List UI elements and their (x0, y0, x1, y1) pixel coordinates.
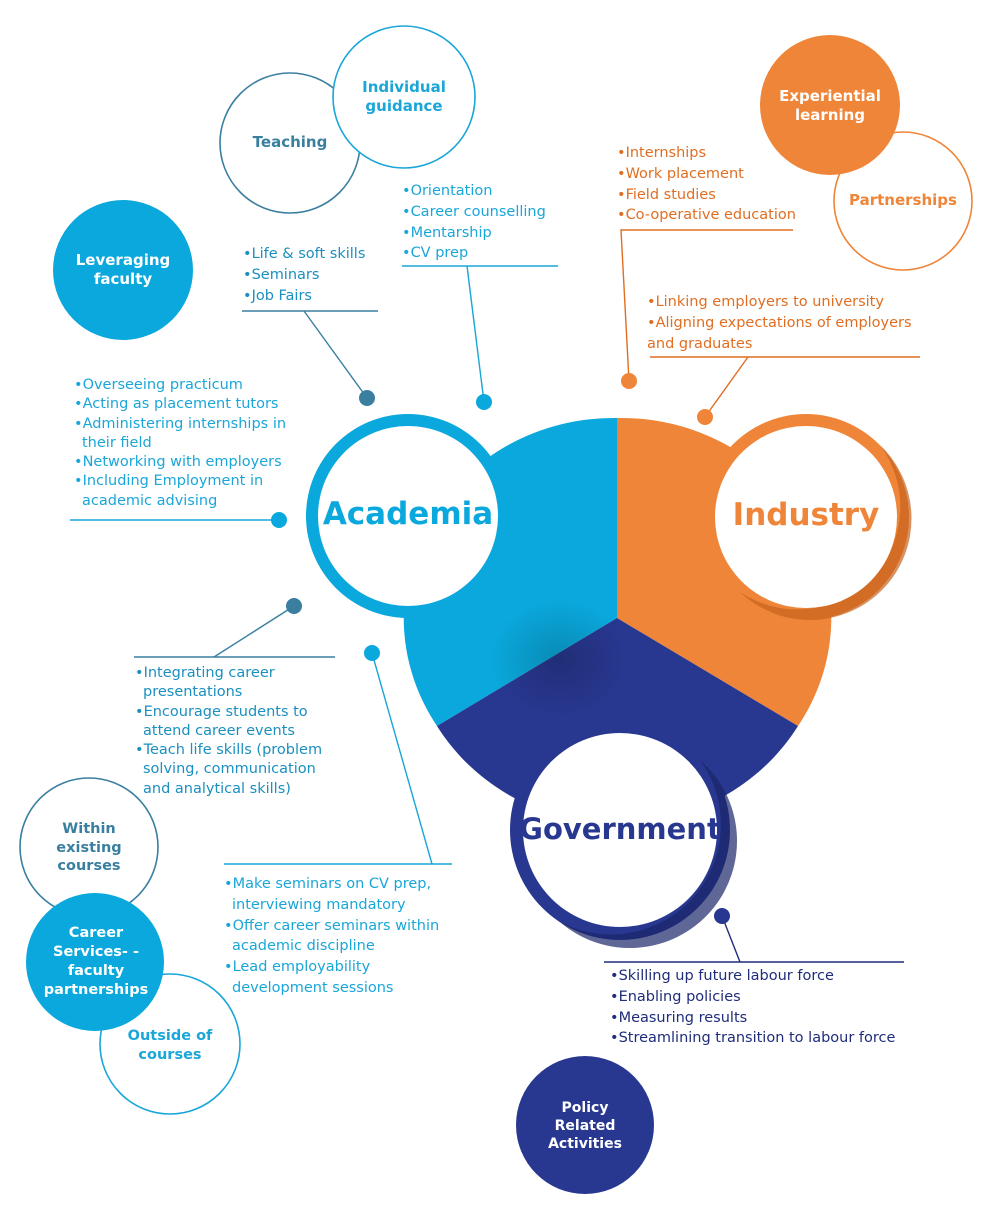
dot-experiential (621, 373, 637, 389)
list-item: Field studies (617, 185, 796, 206)
list-item: Aligning expectations of employers and g… (647, 313, 932, 355)
experiential-list: Internships Work placement Field studies… (617, 143, 796, 226)
dot-teaching (359, 390, 375, 406)
dot-government (714, 908, 730, 924)
within-list: Integrating career presentations Encoura… (135, 664, 345, 799)
list-item: Life & soft skills (243, 244, 366, 265)
policy-label: Policy Related Activities (548, 1099, 622, 1153)
guidance-list: Orientation Career counselling Mentarshi… (402, 181, 546, 264)
list-item: Orientation (402, 181, 546, 202)
individual-guidance-circle (332, 25, 476, 169)
list-item: Career counselling (402, 202, 546, 223)
list-item: Administering internships in their field (74, 415, 292, 454)
list-item: Streamlining transition to labour force (610, 1028, 896, 1049)
list-item: Overseeing practicum (74, 376, 314, 395)
leveraging-faculty-label: Leveraging faculty (75, 250, 171, 289)
list-item: Mentarship (402, 223, 546, 244)
list-item: Including Employment in academic advisin… (74, 472, 272, 511)
list-item: Job Fairs (243, 286, 365, 307)
list-item: CV prep (402, 243, 546, 264)
outside-list: Make seminars on CV prep, interviewing m… (224, 874, 464, 999)
list-item: Integrating career presentations (135, 664, 293, 703)
connectors (70, 229, 920, 963)
teaching-list: Life & soft skills Seminars Job Fairs (243, 244, 366, 307)
dot-partnership (697, 409, 713, 425)
academia-label: Academia (322, 496, 494, 532)
list-item: Acting as placement tutors (74, 395, 314, 414)
industry-ring (703, 414, 912, 620)
dot-within (286, 598, 302, 614)
individual-guidance-label: Individual guidance (362, 77, 446, 116)
list-item: Linking employers to university (647, 292, 937, 313)
faculty-list: Overseeing practicum Acting as placement… (74, 376, 314, 511)
list-item: Networking with employers (74, 453, 314, 472)
list-item: Teach life skills (problem solving, comm… (135, 741, 343, 799)
list-item: Offer career seminars within academic di… (224, 916, 467, 958)
experiential-learning-circle (760, 35, 900, 175)
career-services-label: Career Services- -faculty partnerships (43, 925, 149, 998)
leveraging-faculty-circle (53, 200, 193, 340)
list-item: Skilling up future labour force (610, 966, 895, 987)
government-ring (510, 720, 738, 949)
policy-circle (516, 1056, 654, 1194)
experiential-learning-label: Experiential learning (779, 86, 881, 125)
industry-label: Industry (732, 497, 880, 533)
academia-ring (306, 414, 512, 619)
list-item: Measuring results (610, 1008, 895, 1029)
partnerships-label: Partnerships (849, 191, 957, 210)
list-item: Internships (617, 143, 796, 164)
partnership-list: Linking employers to university Aligning… (647, 292, 937, 354)
list-item: Work placement (617, 164, 796, 185)
list-item: Encourage students to attend career even… (135, 703, 328, 742)
list-item: Enabling policies (610, 987, 895, 1008)
career-services-circle (26, 893, 164, 1031)
list-item: Seminars (243, 265, 365, 286)
list-item: Lead employability development sessions (224, 957, 422, 999)
government-list: Skilling up future labour force Enabling… (610, 966, 896, 1049)
dot-outside (364, 645, 380, 661)
government-label: Government (519, 812, 721, 846)
within-courses-label: Within existing courses (56, 820, 122, 875)
list-item: Co-operative education (617, 205, 796, 226)
list-item: Make seminars on CV prep, interviewing m… (224, 874, 452, 916)
outside-courses-label: Outside of courses (127, 1028, 213, 1063)
dot-guidance (476, 394, 492, 410)
partnerships-circle (833, 131, 973, 271)
dot-faculty (271, 512, 287, 528)
teaching-label: Teaching (252, 133, 328, 152)
